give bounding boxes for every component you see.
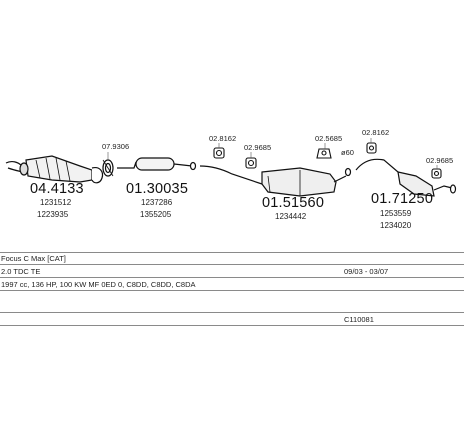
table-divider: [0, 277, 464, 278]
clamp-drawing: [102, 159, 114, 177]
middle-silencer-drawing: [199, 165, 352, 197]
vehicle-code: C110081: [344, 315, 374, 324]
oem-number: 1234020: [380, 221, 412, 230]
gasket-part-number: 02.5685: [315, 134, 343, 143]
diameter-marker: ø60: [341, 148, 354, 157]
oem-number: 1355205: [140, 210, 172, 219]
hanger-part-number: 02.9685: [244, 143, 272, 152]
oem-number: 1231512: [40, 198, 72, 207]
leader-lines: [107, 138, 438, 169]
oem-number: 1237286: [141, 198, 173, 207]
front-pipe-drawing: [117, 157, 197, 171]
table-divider: [0, 290, 464, 291]
hanger-part-number: 02.9685: [426, 156, 454, 165]
vehicle-specs: 1997 cc, 136 HP, 100 KW MF 0ED 0, C8DD, …: [1, 280, 196, 289]
table-divider: [0, 264, 464, 265]
hanger-part-number: 02.8162: [209, 134, 237, 143]
rear-silencer-drawing: [355, 158, 457, 197]
vehicle-date-range: 09/03 - 03/07: [344, 267, 389, 276]
catalytic-converter-drawing: [5, 155, 104, 184]
table-divider: [0, 312, 464, 313]
oem-number: 1234442: [275, 212, 307, 221]
vehicle-model: Focus C Max [CAT]: [1, 254, 66, 263]
oem-number: 1223935: [37, 210, 69, 219]
vehicle-engine: 2.0 TDC TE: [1, 267, 41, 276]
hanger-part-number: 02.8162: [362, 128, 390, 137]
hanger-drawings: [213, 142, 442, 179]
part-number-middle-silencer: 01.51560: [262, 195, 325, 211]
table-divider: [0, 325, 464, 326]
table-divider: [0, 252, 464, 253]
part-number-front-pipe: 01.30035: [126, 181, 189, 197]
part-number-catalytic: 04.4133: [30, 181, 84, 197]
oem-number: 1253559: [380, 209, 412, 218]
part-number-rear-silencer: 01.71250: [371, 191, 434, 207]
clamp-part-number: 07.9306: [102, 142, 130, 151]
